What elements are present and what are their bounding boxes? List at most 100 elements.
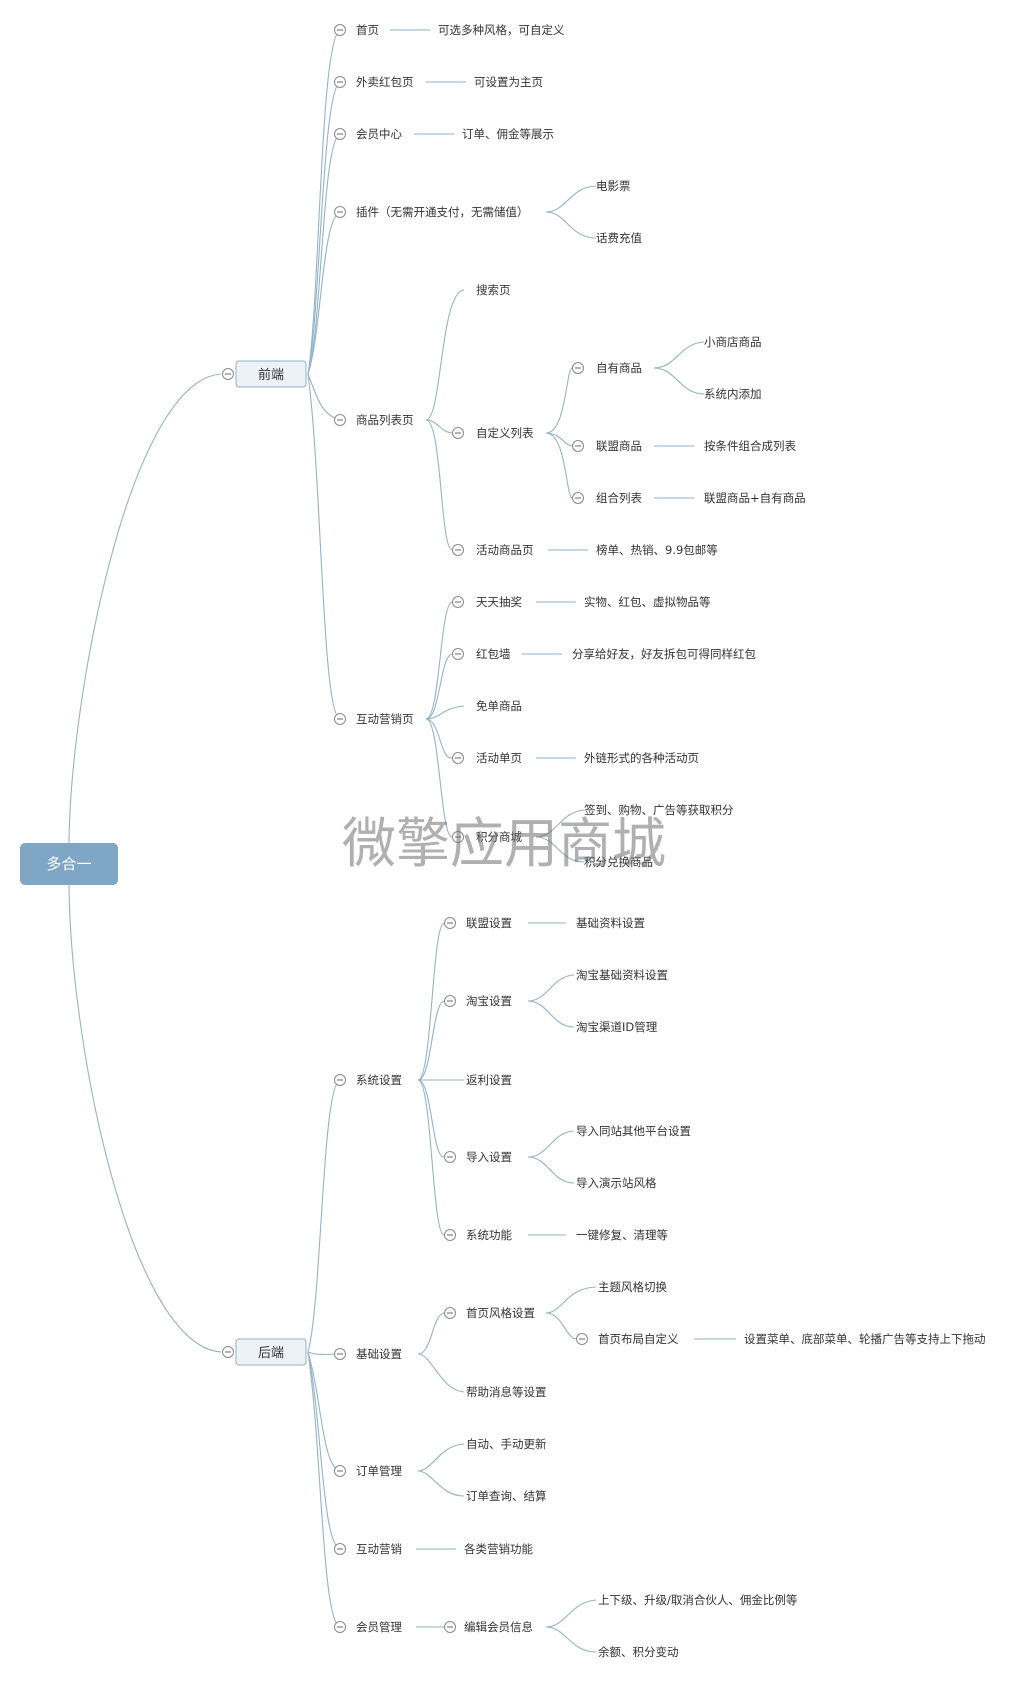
topic-redpack-page[interactable]: 外卖红包页 — [356, 75, 414, 89]
note-redpack-page: 可设置为主页 — [474, 75, 543, 89]
collapse-toggle-icon[interactable] — [452, 596, 464, 608]
topic-basic-settings[interactable]: 基础设置 — [356, 1347, 402, 1361]
taobao-item-channel: 淘宝渠道ID管理 — [576, 1020, 658, 1034]
collapse-toggle-icon[interactable] — [334, 414, 346, 426]
goods-list-search: 搜索页 — [476, 283, 511, 297]
branch-frontend-label: 前端 — [258, 367, 284, 383]
topic-home[interactable]: 首页 — [356, 23, 379, 37]
collapse-toggle-icon[interactable] — [334, 713, 346, 725]
note-activity-goods: 榜单、热销、9.9包邮等 — [596, 543, 718, 557]
topic-home-style[interactable]: 首页风格设置 — [466, 1306, 535, 1320]
topic-orders[interactable]: 订单管理 — [356, 1464, 402, 1478]
topic-redpack-wall[interactable]: 红包墙 — [476, 647, 511, 661]
topic-rebate-settings: 返利设置 — [466, 1073, 512, 1087]
collapse-toggle-icon[interactable] — [444, 1229, 456, 1241]
collapse-toggle-icon[interactable] — [444, 1307, 456, 1319]
topic-import-settings[interactable]: 导入设置 — [466, 1150, 512, 1164]
topic-union-goods[interactable]: 联盟商品 — [596, 439, 642, 453]
note-union-settings: 基础资料设置 — [576, 916, 645, 930]
branch-backend-label: 后端 — [258, 1346, 284, 1361]
note-home: 可选多种风格，可自定义 — [438, 23, 565, 37]
topic-backend-marketing[interactable]: 互动营销 — [356, 1542, 402, 1556]
topic-union-settings[interactable]: 联盟设置 — [466, 916, 512, 930]
collapse-toggle-icon[interactable] — [444, 917, 456, 929]
collapse-toggle-icon[interactable] — [444, 1621, 456, 1633]
orders-item-update: 自动、手动更新 — [466, 1437, 547, 1451]
collapse-toggle-icon[interactable] — [572, 440, 584, 452]
collapse-toggle-icon[interactable] — [452, 831, 464, 843]
note-activity-single: 外链形式的各种活动页 — [584, 751, 699, 765]
collapse-toggle-icon[interactable] — [222, 368, 234, 380]
topic-help-settings: 帮助消息等设置 — [466, 1385, 547, 1399]
topic-combo-list[interactable]: 组合列表 — [596, 491, 642, 505]
note-combo-list: 联盟商品+自有商品 — [704, 491, 806, 505]
topic-home-layout[interactable]: 首页布局自定义 — [598, 1332, 679, 1346]
collapse-toggle-icon[interactable] — [444, 995, 456, 1007]
collapse-toggle-icon[interactable] — [452, 648, 464, 660]
connector-lines — [68, 29, 736, 1653]
root-label: 多合一 — [46, 855, 91, 873]
topic-goods-list[interactable]: 商品列表页 — [356, 413, 414, 427]
topic-activity-goods[interactable]: 活动商品页 — [476, 543, 534, 557]
topic-system-settings[interactable]: 系统设置 — [356, 1073, 402, 1087]
edit-member-item-hierarchy: 上下级、升级/取消合伙人、佣金比例等 — [598, 1593, 797, 1607]
own-goods-item-system: 系统内添加 — [704, 387, 762, 401]
collapse-toggles — [222, 24, 588, 1633]
collapse-toggle-icon[interactable] — [452, 544, 464, 556]
collapse-toggle-icon[interactable] — [334, 206, 346, 218]
collapse-toggle-icon[interactable] — [334, 128, 346, 140]
collapse-toggle-icon[interactable] — [334, 76, 346, 88]
topic-members[interactable]: 会员管理 — [356, 1620, 402, 1634]
topic-system-functions[interactable]: 系统功能 — [466, 1228, 512, 1242]
topic-custom-list[interactable]: 自定义列表 — [476, 426, 534, 440]
topic-activity-single[interactable]: 活动单页 — [476, 751, 522, 765]
collapse-toggle-icon[interactable] — [572, 362, 584, 374]
edit-member-item-balance: 余额、积分变动 — [598, 1645, 679, 1659]
topic-member-center[interactable]: 会员中心 — [356, 127, 402, 141]
collapse-toggle-icon[interactable] — [334, 1621, 346, 1633]
branch-frontend[interactable]: 前端 — [235, 360, 307, 388]
topic-points-mall[interactable]: 积分商城 — [476, 830, 522, 844]
collapse-toggle-icon[interactable] — [334, 1465, 346, 1477]
topic-own-goods[interactable]: 自有商品 — [596, 361, 642, 375]
branch-frontend-box — [235, 360, 307, 388]
root-node[interactable]: 多合一 — [20, 843, 118, 885]
own-goods-item-shop: 小商店商品 — [704, 335, 762, 349]
topic-edit-member[interactable]: 编辑会员信息 — [464, 1620, 533, 1634]
note-backend-marketing: 各类营销功能 — [464, 1542, 533, 1556]
collapse-toggle-icon[interactable] — [444, 1151, 456, 1163]
points-mall-item-earn: 签到、购物、广告等获取积分 — [584, 803, 734, 817]
watermark: 微擎应用商城 — [342, 812, 666, 875]
import-item-platform: 导入同站其他平台设置 — [576, 1124, 691, 1138]
collapse-toggle-icon[interactable] — [452, 752, 464, 764]
frontend-topics: 首页 可选多种风格，可自定义 外卖红包页 可设置为主页 会员中心 订单、佣金等展… — [356, 23, 806, 869]
plugin-item-movie: 电影票 — [596, 179, 631, 193]
topic-marketing-page[interactable]: 互动营销页 — [356, 712, 414, 726]
topic-plugin[interactable]: 插件（无需开通支付，无需储值） — [356, 205, 529, 219]
collapse-toggle-icon[interactable] — [576, 1333, 588, 1345]
note-home-layout: 设置菜单、底部菜单、轮播广告等支持上下拖动 — [744, 1332, 986, 1346]
note-lottery: 实物、红包、虚拟物品等 — [584, 595, 711, 609]
collapse-toggle-icon[interactable] — [452, 427, 464, 439]
collapse-toggle-icon[interactable] — [334, 1348, 346, 1360]
topic-lottery[interactable]: 天天抽奖 — [476, 595, 522, 609]
note-member-center: 订单、佣金等展示 — [462, 127, 554, 141]
backend-topics: 系统设置 联盟设置 基础资料设置 淘宝设置 淘宝基础资料设置 淘宝渠道ID管理 … — [356, 916, 986, 1659]
collapse-toggle-icon[interactable] — [572, 492, 584, 504]
branch-backend-box — [235, 1338, 307, 1366]
orders-item-query: 订单查询、结算 — [466, 1489, 547, 1503]
note-redpack-wall: 分享给好友，好友拆包可得同样红包 — [572, 647, 756, 661]
plugin-item-phone: 话费充值 — [596, 231, 642, 245]
collapse-toggle-icon[interactable] — [334, 1074, 346, 1086]
topic-free-goods: 免单商品 — [476, 699, 522, 713]
points-mall-item-redeem: 积分兑换商品 — [584, 855, 653, 869]
collapse-toggle-icon[interactable] — [334, 1543, 346, 1555]
collapse-toggle-icon[interactable] — [222, 1346, 234, 1358]
collapse-toggle-icon[interactable] — [334, 24, 346, 36]
topic-taobao-settings[interactable]: 淘宝设置 — [466, 994, 512, 1008]
branch-backend[interactable]: 后端 — [235, 1338, 307, 1366]
note-union-goods: 按条件组合成列表 — [704, 439, 796, 453]
home-style-theme: 主题风格切换 — [598, 1280, 667, 1294]
note-system-functions: 一键修复、清理等 — [576, 1228, 668, 1242]
